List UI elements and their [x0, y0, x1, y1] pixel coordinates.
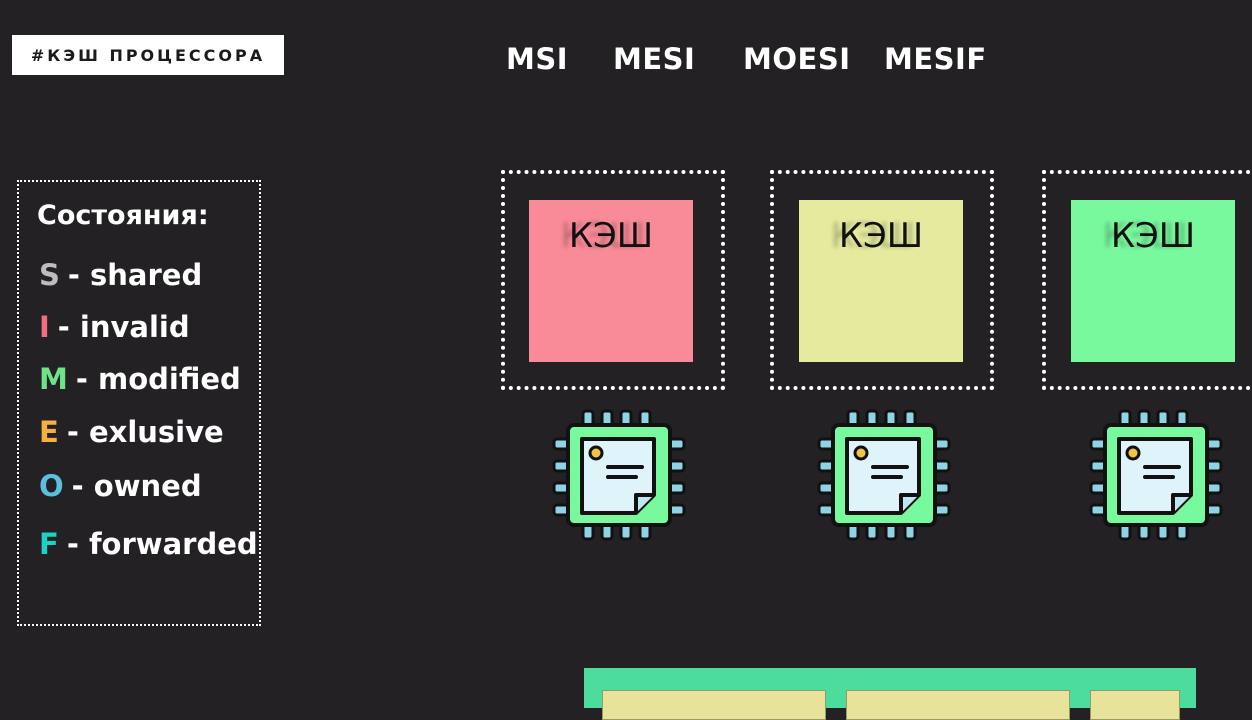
memory-cell [602, 690, 826, 720]
cpu-chip-icon [817, 409, 951, 541]
legend-item-owned: O- owned [39, 469, 202, 503]
memory-cell [846, 690, 1070, 720]
cache-label: КЭШ [1110, 216, 1196, 256]
legend-text: - invalid [57, 310, 190, 344]
protocol-moesi: MOESI [743, 42, 851, 76]
legend-title: Состояния: [37, 200, 209, 231]
cache-block-3: КЭШ [1071, 200, 1235, 362]
topic-tag: #КЭШ ПРОЦЕССОРА [12, 35, 284, 75]
main-memory-bar [584, 668, 1196, 720]
legend-text: - modified [75, 362, 241, 396]
legend-item-shared: S- shared [39, 258, 202, 292]
protocol-mesif: MESIF [884, 42, 987, 76]
cache-frame-3 [1042, 170, 1252, 390]
legend-letter: F [39, 527, 59, 561]
legend-letter: I [39, 310, 50, 344]
protocol-mesi: MESI [613, 42, 696, 76]
memory-cell [1090, 690, 1180, 720]
legend-text: - shared [67, 258, 203, 292]
legend-letter: E [39, 415, 59, 449]
legend-item-forwarded: F- forwarded [39, 527, 258, 561]
legend-text: - owned [71, 469, 202, 503]
cpu-chip-icon [552, 409, 686, 541]
legend-letter: S [39, 258, 60, 292]
legend-text: - forwarded [66, 527, 258, 561]
cache-frame-1 [501, 170, 725, 390]
legend-item-exclusive: E- exlusive [39, 415, 224, 449]
legend-text: - exlusive [66, 415, 224, 449]
cache-frame-2 [770, 170, 994, 390]
legend-item-modified: M- modified [39, 362, 241, 396]
protocol-msi: MSI [506, 42, 569, 76]
legend-letter: O [39, 469, 64, 503]
cache-block-2: КЭШ [799, 200, 963, 362]
cpu-chip-icon [1089, 409, 1223, 541]
legend-letter: M [39, 362, 68, 396]
states-legend: Состояния: S- shared I- invalid M- modif… [17, 180, 261, 626]
cache-block-1: КЭШ [529, 200, 693, 362]
legend-item-invalid: I- invalid [39, 310, 190, 344]
cache-label: КЭШ [838, 216, 924, 256]
cache-label: КЭШ [568, 216, 654, 256]
